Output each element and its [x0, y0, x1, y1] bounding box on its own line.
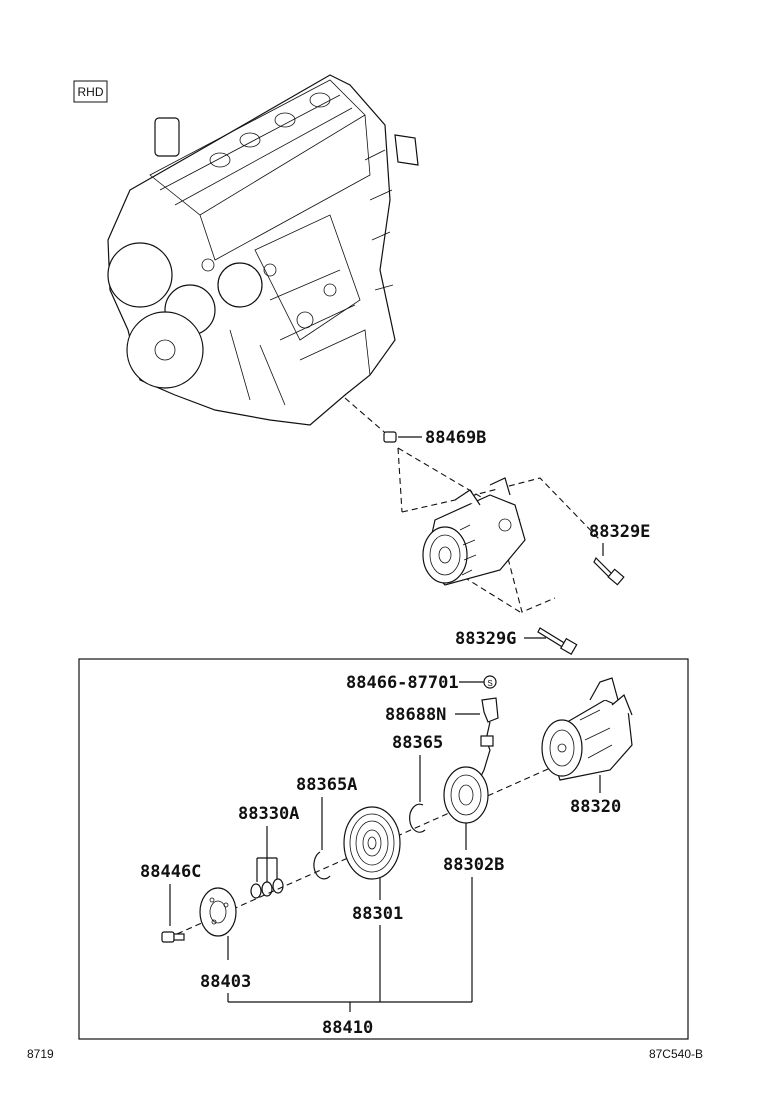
- label-88469B: 88469B: [425, 428, 486, 448]
- footer-right: 87C540-B: [649, 1047, 703, 1061]
- group-88410: 88410: [228, 1001, 472, 1038]
- hub-88403: 88403: [199, 887, 251, 1002]
- harness-88688N: 88688N: [385, 697, 499, 783]
- svg-text:RHD: RHD: [78, 85, 104, 99]
- label-88446C: 88446C: [140, 862, 201, 882]
- dowel-88469B: 88469B: [383, 428, 486, 448]
- label-88365: 88365: [392, 733, 443, 753]
- footer-left: 8719: [27, 1047, 54, 1061]
- label-88403: 88403: [200, 972, 251, 992]
- detail-frame: [78, 658, 689, 1040]
- label-88330A: 88330A: [238, 804, 299, 824]
- snap-ring-88365A: 88365A: [296, 775, 357, 880]
- rhd-badge: RHD: [73, 80, 108, 103]
- compressor-88320: 88320: [541, 677, 633, 817]
- bolt-88446C: 88446C: [140, 862, 201, 943]
- label-88329E: 88329E: [589, 522, 650, 542]
- label-88329G: 88329G: [455, 629, 516, 649]
- pulley-88301: 88301: [343, 806, 403, 1002]
- snap-ring-88365: 88365: [392, 733, 443, 833]
- label-88301: 88301: [352, 904, 403, 924]
- label-88302B: 88302B: [443, 855, 504, 875]
- bolt-88329G: 88329G: [455, 627, 578, 656]
- label-88466: 88466-87701: [346, 673, 459, 693]
- stator-88302B: 88302B: [443, 766, 504, 1002]
- bolt-88329E: 88329E: [589, 522, 650, 586]
- label-88320: 88320: [570, 797, 621, 817]
- label-88365A: 88365A: [296, 775, 357, 795]
- part-88466: 88466-87701 S: [346, 673, 497, 693]
- label-88688N: 88688N: [385, 705, 446, 725]
- shims-88330A: 88330A: [238, 804, 299, 899]
- engine-illustration: [107, 74, 419, 426]
- svg-text:S: S: [487, 679, 492, 688]
- label-88410: 88410: [322, 1018, 373, 1038]
- compressor-assembled: [422, 477, 526, 586]
